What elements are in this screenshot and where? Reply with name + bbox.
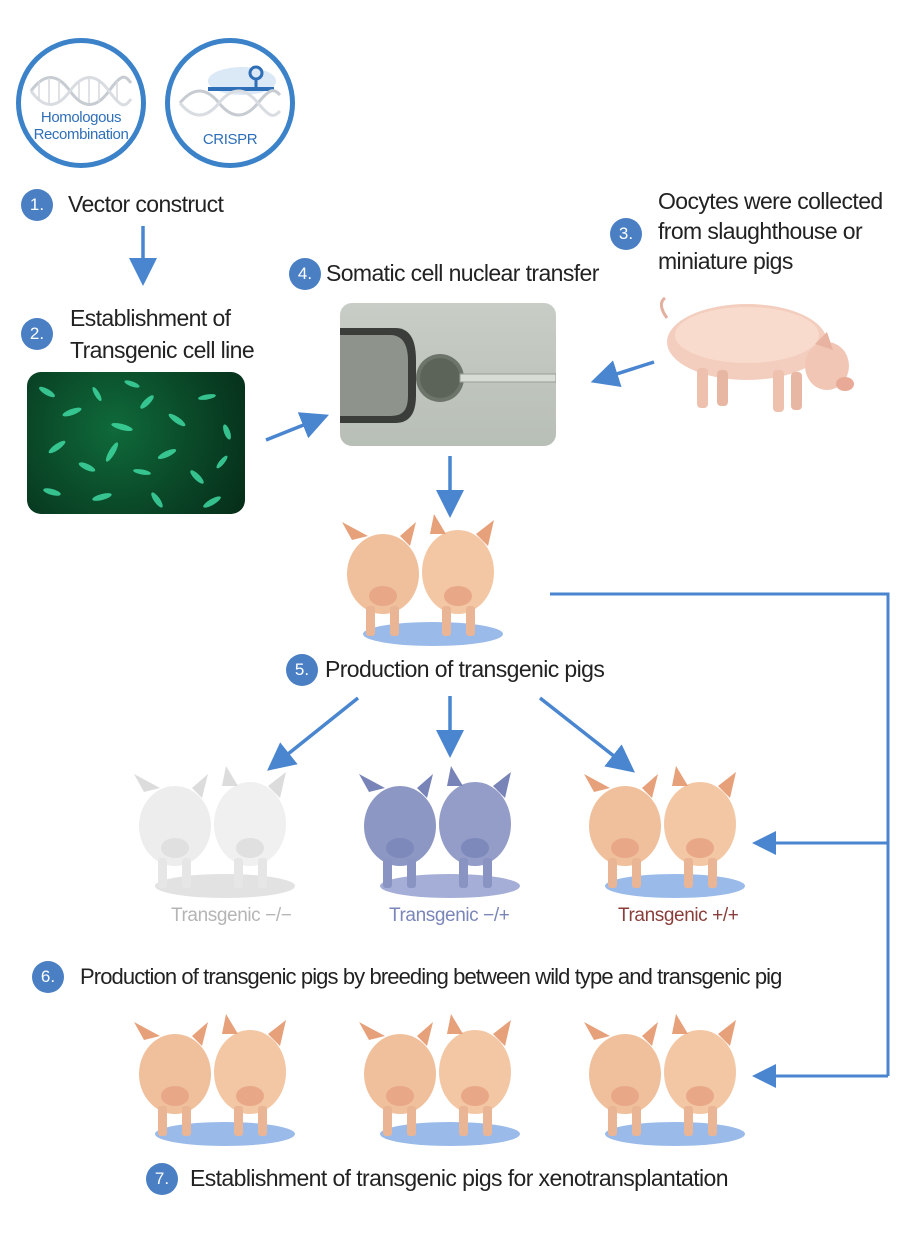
homologous-label-line2: Recombination [33,126,129,143]
genotype-neg-neg-label: Transgenic −/− [171,905,292,926]
arrow-5-to-pos-pos [538,696,636,773]
step-3-label-line2: from slaughthouse or [658,218,863,244]
fluorescent-cells-icon [39,380,231,508]
piglets-neg-neg-icon [134,766,295,898]
crispr-icon [178,65,282,117]
step-1-badge: 1. [21,189,53,221]
crispr-label: CRISPR [202,131,258,148]
step-6-badge: 6. [32,961,64,993]
genotype-neg-pos-label: Transgenic −/+ [389,905,510,926]
step-4-label: Somatic cell nuclear transfer [326,260,599,286]
step-6-label: Production of transgenic pigs by breedin… [80,964,782,989]
piglets-row7-center-icon [359,1014,520,1146]
step-3-label-line3: miniature pigs [658,248,793,274]
piglets-pos-pos-icon [584,766,745,898]
step-3-label-line1: Oocytes were collected [658,188,883,214]
arrow-2-to-4 [265,412,329,442]
step-5-label: Production of transgenic pigs [325,656,605,682]
nuclear-transfer-image [340,303,556,446]
piglets-icon [342,514,503,646]
step-7-label: Establishment of transgenic pigs for xen… [190,1165,729,1191]
step-1-label: Vector construct [68,191,224,217]
arrow-3-to-4 [590,360,655,388]
piglets-row7-left-icon [134,1014,295,1146]
micropipette-icon [340,328,556,423]
step-3-badge: 3. [610,218,642,250]
homologous-recombination-circle: Homologous Recombination [16,38,146,168]
arrow-5-to-neg-neg [267,696,360,771]
connector-line [550,592,890,1076]
crispr-circle: CRISPR [165,38,295,168]
step-2-badge: 2. [21,318,53,350]
genotype-pos-pos-label: Transgenic +/+ [618,905,739,926]
dna-helix-icon [29,75,133,107]
step-2-label-line2: Transgenic cell line [70,337,255,363]
homologous-label-line1: Homologous [40,109,122,126]
adult-pig-icon [659,296,854,412]
step-2-label-line1: Establishment of [70,305,231,331]
piglets-row7-right-icon [584,1014,745,1146]
piglets-neg-pos-icon [359,766,520,898]
transgenic-cell-line-image [27,372,245,514]
step-5-badge: 5. [286,654,318,686]
step-7-badge: 7. [146,1163,178,1195]
step-4-badge: 4. [289,258,321,290]
